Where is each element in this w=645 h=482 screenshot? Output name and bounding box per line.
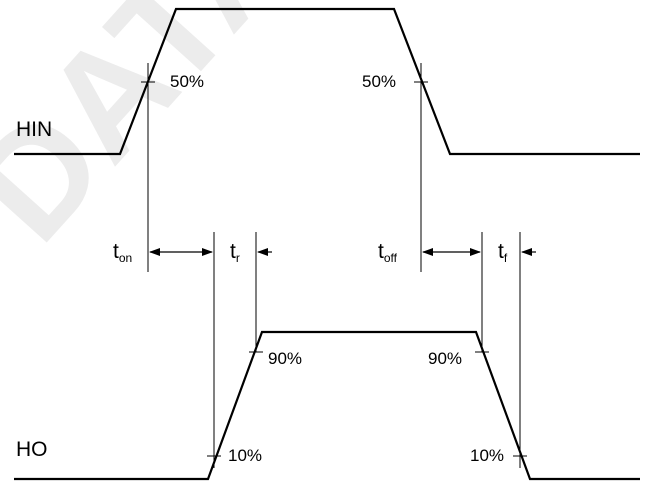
t-on-main: t	[113, 240, 119, 263]
ho-rise-90-label: 90%	[268, 349, 302, 368]
t-r-sub: r	[236, 251, 240, 265]
t-on-arrow	[149, 248, 213, 256]
t-off-main: t	[378, 240, 384, 263]
t-f-label: tf	[498, 240, 508, 265]
t-on-label: ton	[113, 240, 132, 265]
ho-fall-10-label: 10%	[470, 446, 504, 465]
t-off-sub: off	[384, 251, 398, 265]
t-f-main: t	[498, 240, 504, 263]
hin-label: HIN	[16, 118, 52, 141]
t-f-sub: f	[504, 251, 508, 265]
watermark: DATASHEET	[0, 0, 645, 271]
hin-waveform	[14, 7, 640, 156]
watermark-text: DATASHEET	[0, 0, 645, 271]
ho-rise-10-label: 10%	[228, 446, 262, 465]
t-off-label: toff	[378, 240, 398, 265]
t-r-main: t	[230, 240, 236, 263]
level-ticks	[141, 81, 527, 457]
t-on-sub: on	[119, 251, 132, 265]
t-r-arrow	[257, 248, 272, 256]
hin-rise-50-label: 50%	[170, 72, 204, 91]
ho-fall-90-label: 90%	[428, 349, 462, 368]
ho-label: HO	[16, 438, 48, 461]
t-f-arrow	[521, 248, 536, 256]
timing-arrows	[149, 248, 536, 256]
ho-waveform	[14, 330, 640, 481]
t-off-arrow	[422, 248, 481, 256]
hin-fall-50-label: 50%	[362, 72, 396, 91]
reference-lines	[147, 63, 521, 468]
t-r-label: tr	[230, 240, 240, 265]
